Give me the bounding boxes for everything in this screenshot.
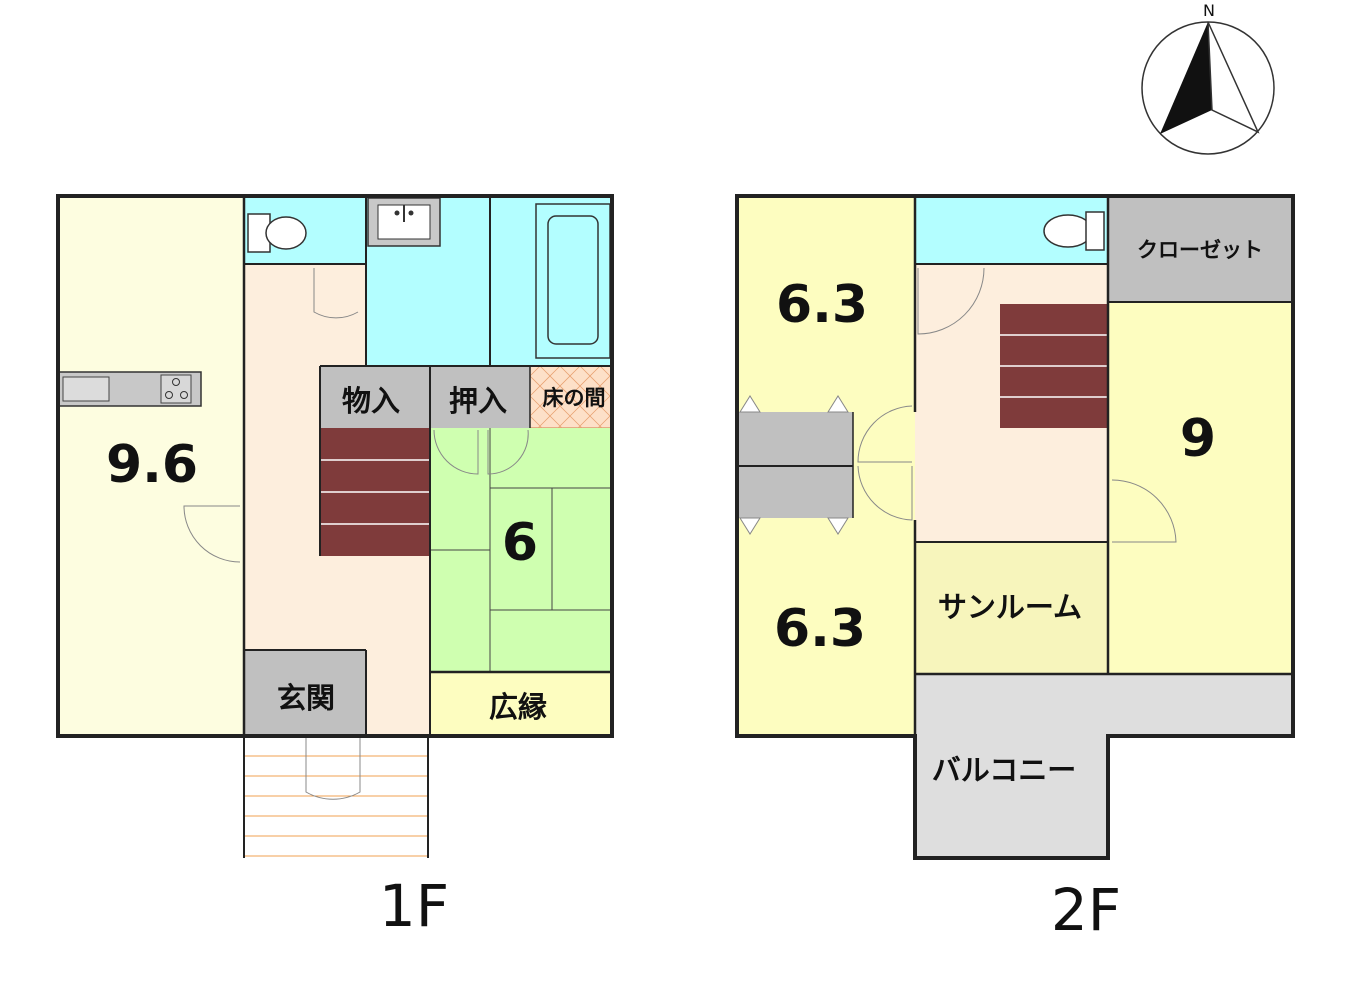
- door-swings-1f: [183, 268, 529, 800]
- sunroom: [915, 542, 1108, 674]
- stove-icon: [160, 374, 192, 404]
- veranda-label: 広縁: [489, 690, 547, 724]
- walls-2f: [735, 194, 1295, 860]
- porch-steps: [244, 755, 428, 857]
- north-bedroom-size-label: 6.3: [776, 275, 868, 335]
- storage-room: [320, 366, 430, 428]
- sink-icon: [62, 376, 110, 402]
- east-bedroom: [1108, 302, 1293, 674]
- tatami-room: [430, 428, 612, 672]
- toilet-icon: [247, 213, 307, 253]
- veranda-room: [430, 672, 612, 736]
- bathtub-icon: [535, 203, 611, 359]
- washbasin-icon: [367, 197, 441, 247]
- entrance-label: 玄関: [277, 681, 335, 715]
- hall-floor: [244, 264, 430, 736]
- closet-label: 押入: [449, 384, 507, 418]
- staircase-1f: [320, 428, 430, 556]
- balcony: [915, 674, 1293, 858]
- compass: N: [1141, 1, 1275, 155]
- floor-2f: 6.3 6.3 クローゼット 9 サンルーム バルコニー 2F: [735, 194, 1295, 944]
- entrance-room: [244, 650, 366, 736]
- toilet-icon: [1043, 211, 1105, 251]
- compass-north-label: N: [1203, 1, 1215, 20]
- balcony-label: バルコニー: [932, 753, 1076, 787]
- storage-label: 物入: [342, 384, 400, 418]
- compass-needle-dark: [1160, 22, 1212, 134]
- closet-room-2f: [1108, 196, 1293, 302]
- floor-1f-label: 1F: [379, 872, 449, 940]
- closet-2f-label: クローゼット: [1137, 238, 1263, 262]
- alcove-hatch: [529, 365, 613, 429]
- ldk-size-label: 9.6: [106, 435, 198, 495]
- compass-needle-light: [1207, 21, 1260, 134]
- ldk-room: [58, 196, 244, 736]
- tatami-size-label: 6: [502, 513, 538, 573]
- walls-1f: [56, 194, 614, 738]
- sunroom-label: サンルーム: [938, 590, 1082, 624]
- door-swings-2f: [857, 267, 1177, 543]
- closet-room: [430, 366, 530, 428]
- floor-1f: 9.6 物入 押入 床の間 6 玄関 広縁 1F: [56, 194, 614, 940]
- floor-2f-label: 2F: [1051, 876, 1121, 944]
- staircase-2f: [1000, 304, 1108, 428]
- alcove-label: 床の間: [543, 386, 606, 410]
- east-bedroom-size-label: 9: [1180, 409, 1216, 469]
- south-bedroom-size-label: 6.3: [774, 599, 866, 659]
